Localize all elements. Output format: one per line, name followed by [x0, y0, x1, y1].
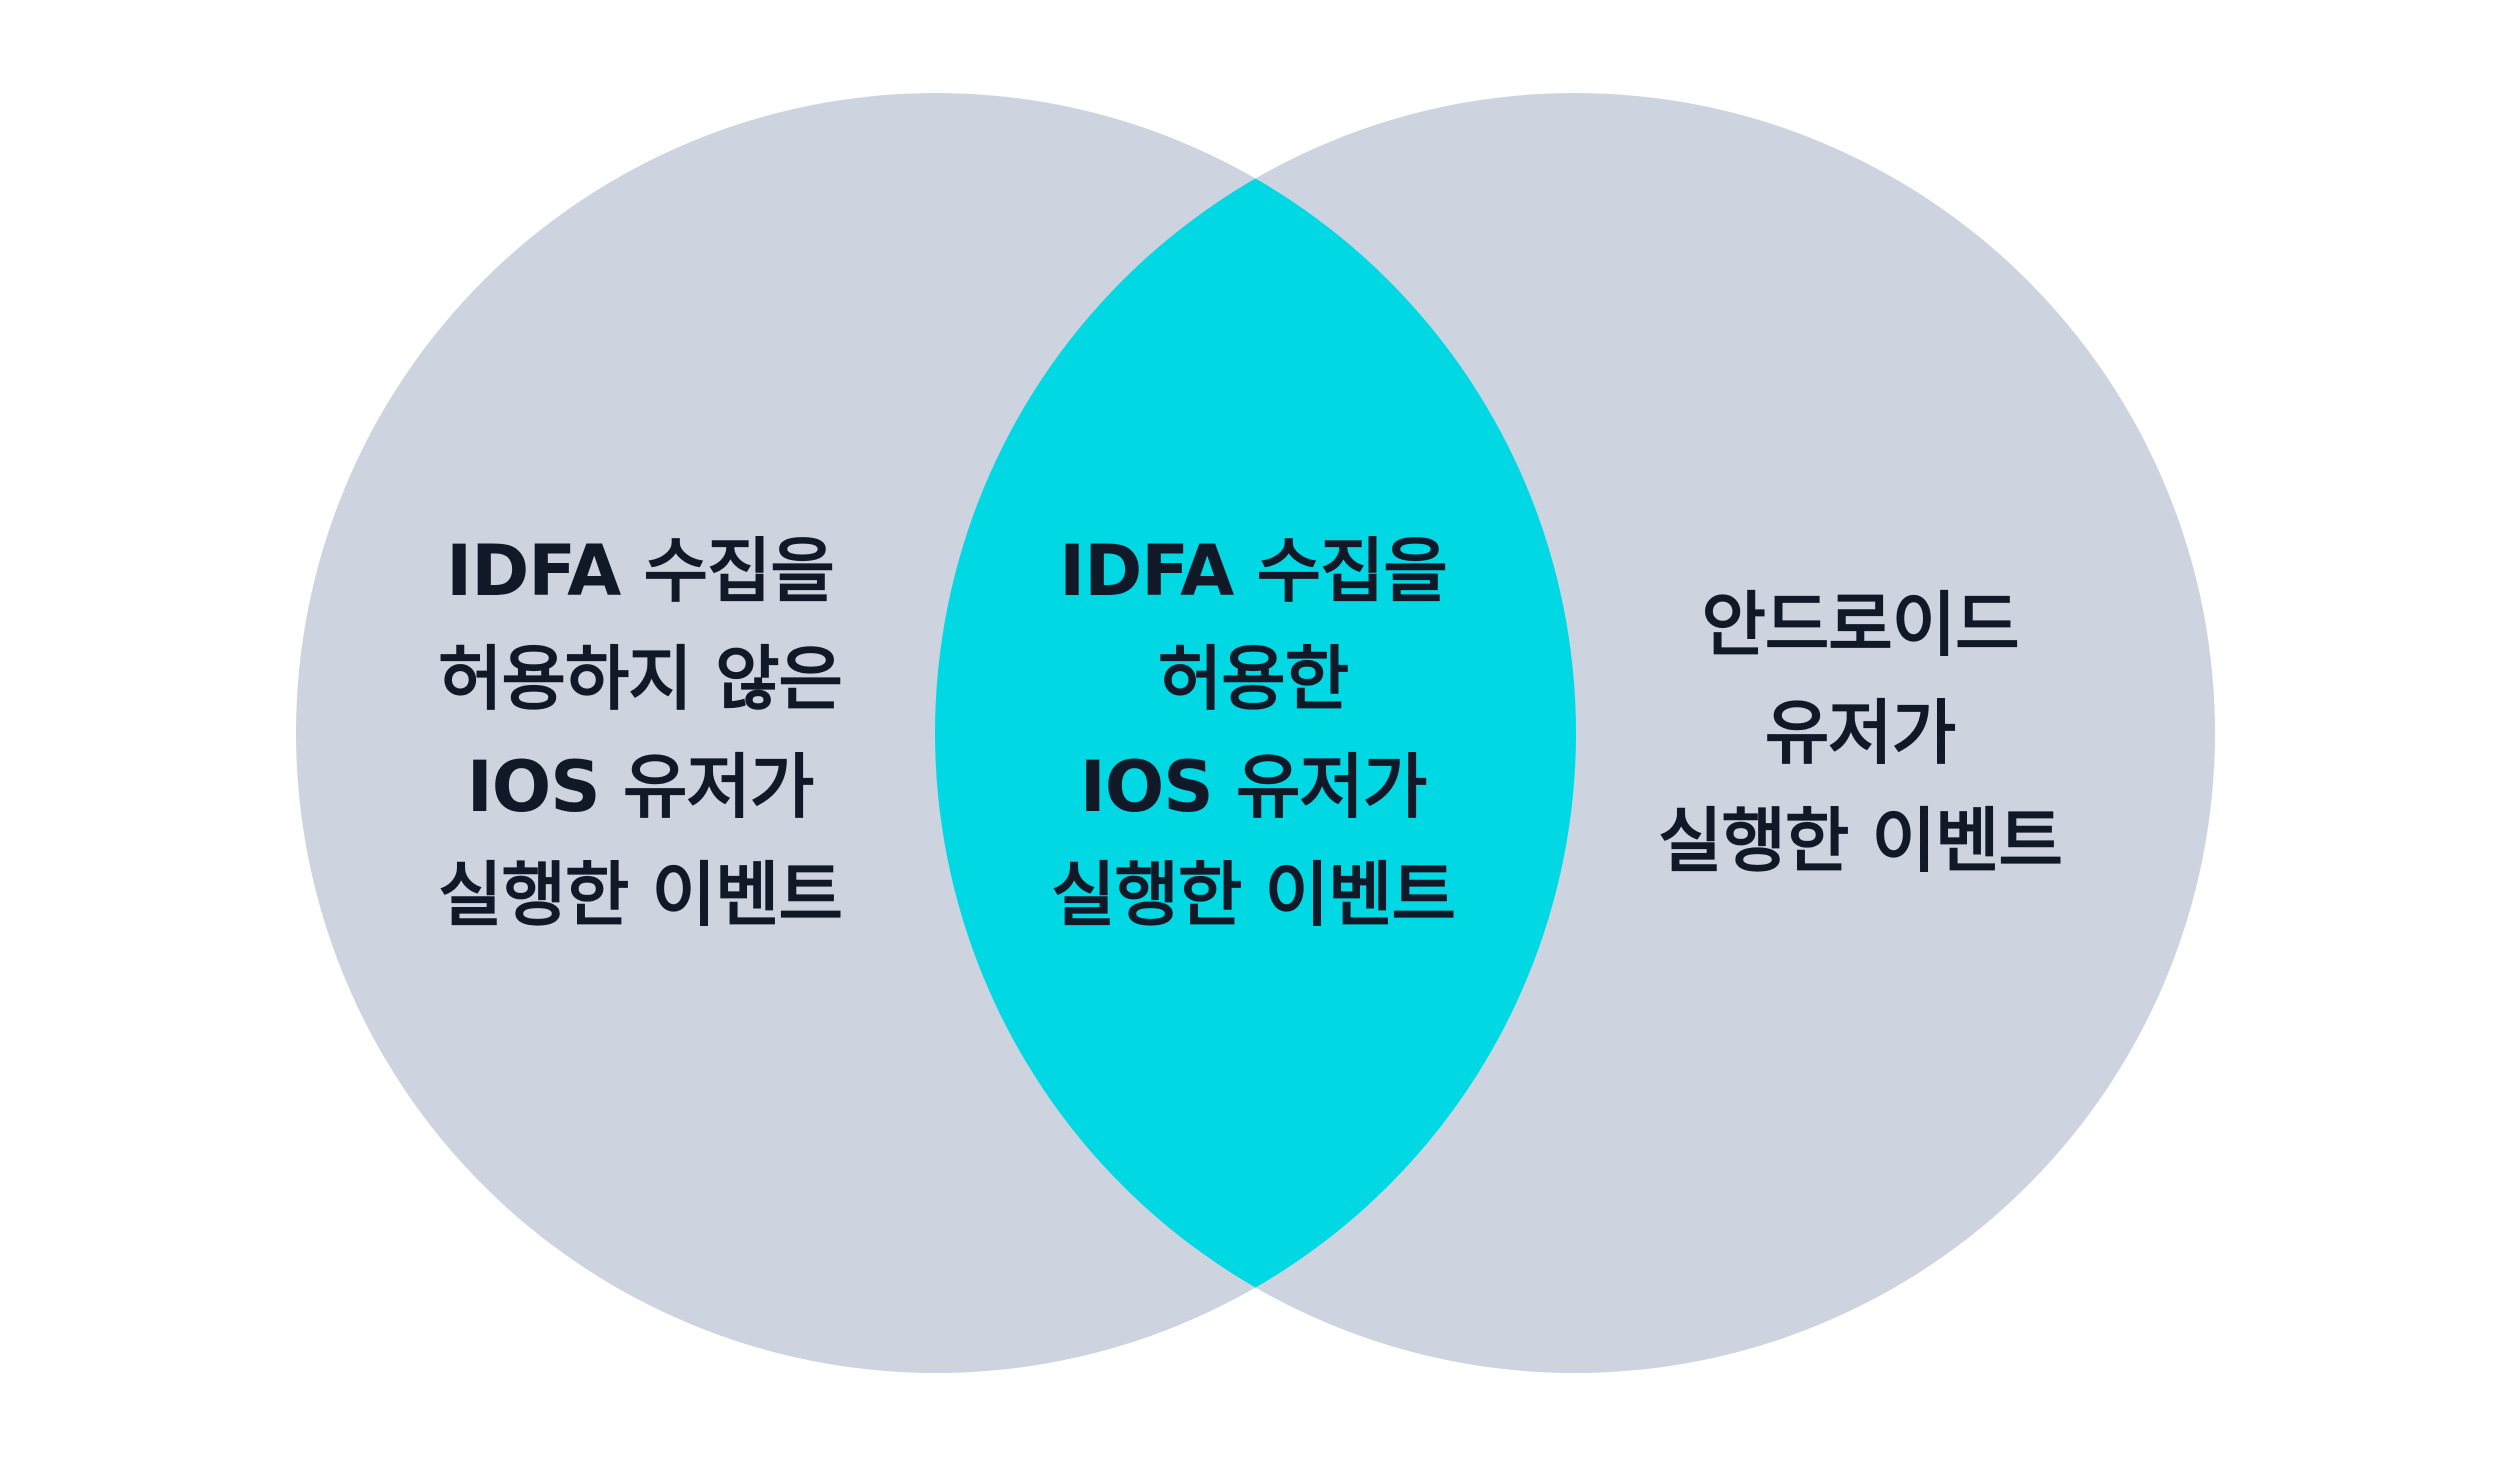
label-line: IDFA 수집을: [1059, 530, 1448, 612]
label-line: IOS 유저가: [1079, 746, 1428, 828]
label-line: 허용하지 않은: [438, 638, 843, 720]
label-line: 실행한 이벤트: [1658, 800, 2063, 882]
right-region-label: 안드로이드 유저가 실행한 이벤트: [1658, 571, 2063, 895]
intersection-region: [935, 93, 1576, 1373]
label-line: IOS 유저가: [466, 746, 815, 828]
label-line: IDFA 수집을: [446, 530, 835, 612]
label-line: 실행한 이벤트: [438, 854, 843, 936]
label-line: 안드로이드: [1701, 584, 2020, 666]
intersection-label: IDFA 수집을 허용한 IOS 유저가 실행한 이벤트: [1051, 517, 1456, 949]
left-region-label: IDFA 수집을 허용하지 않은 IOS 유저가 실행한 이벤트: [438, 517, 843, 949]
label-line: 실행한 이벤트: [1051, 854, 1456, 936]
label-line: 허용한: [1157, 638, 1349, 720]
label-line: 유저가: [1764, 692, 1956, 774]
